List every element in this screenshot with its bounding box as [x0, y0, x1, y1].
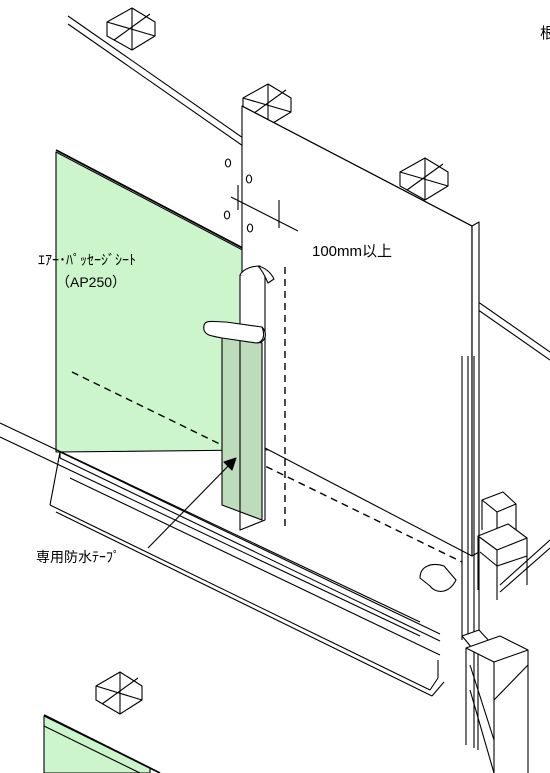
- dimension-label: 100mm以上: [312, 243, 393, 260]
- right-framing: [461, 356, 550, 773]
- rafter-block-3: [399, 157, 449, 201]
- sheet-model-label: （AP250）: [56, 274, 127, 290]
- waterproof-tape: [203, 320, 266, 521]
- lap-dashed-lines: [71, 267, 463, 563]
- sill-lines: [0, 422, 441, 642]
- nail-holes: [223, 158, 254, 233]
- tape-leader-arrow: [147, 457, 237, 549]
- lower-sheet-fragment: [43, 671, 161, 773]
- cropped-corner-label: 根: [540, 25, 550, 42]
- sheet-corner-curl: [419, 563, 457, 592]
- sheet-name-label: ｴｱｰ･ﾊﾟｯｾｰｼﾞｼｰﾄ: [38, 252, 136, 268]
- flashing: [49, 451, 445, 697]
- tape-label: 専用防水ﾃｰﾌﾟ: [36, 549, 120, 565]
- crosshair-mark: [230, 185, 299, 232]
- rafter-block-1: [106, 7, 156, 51]
